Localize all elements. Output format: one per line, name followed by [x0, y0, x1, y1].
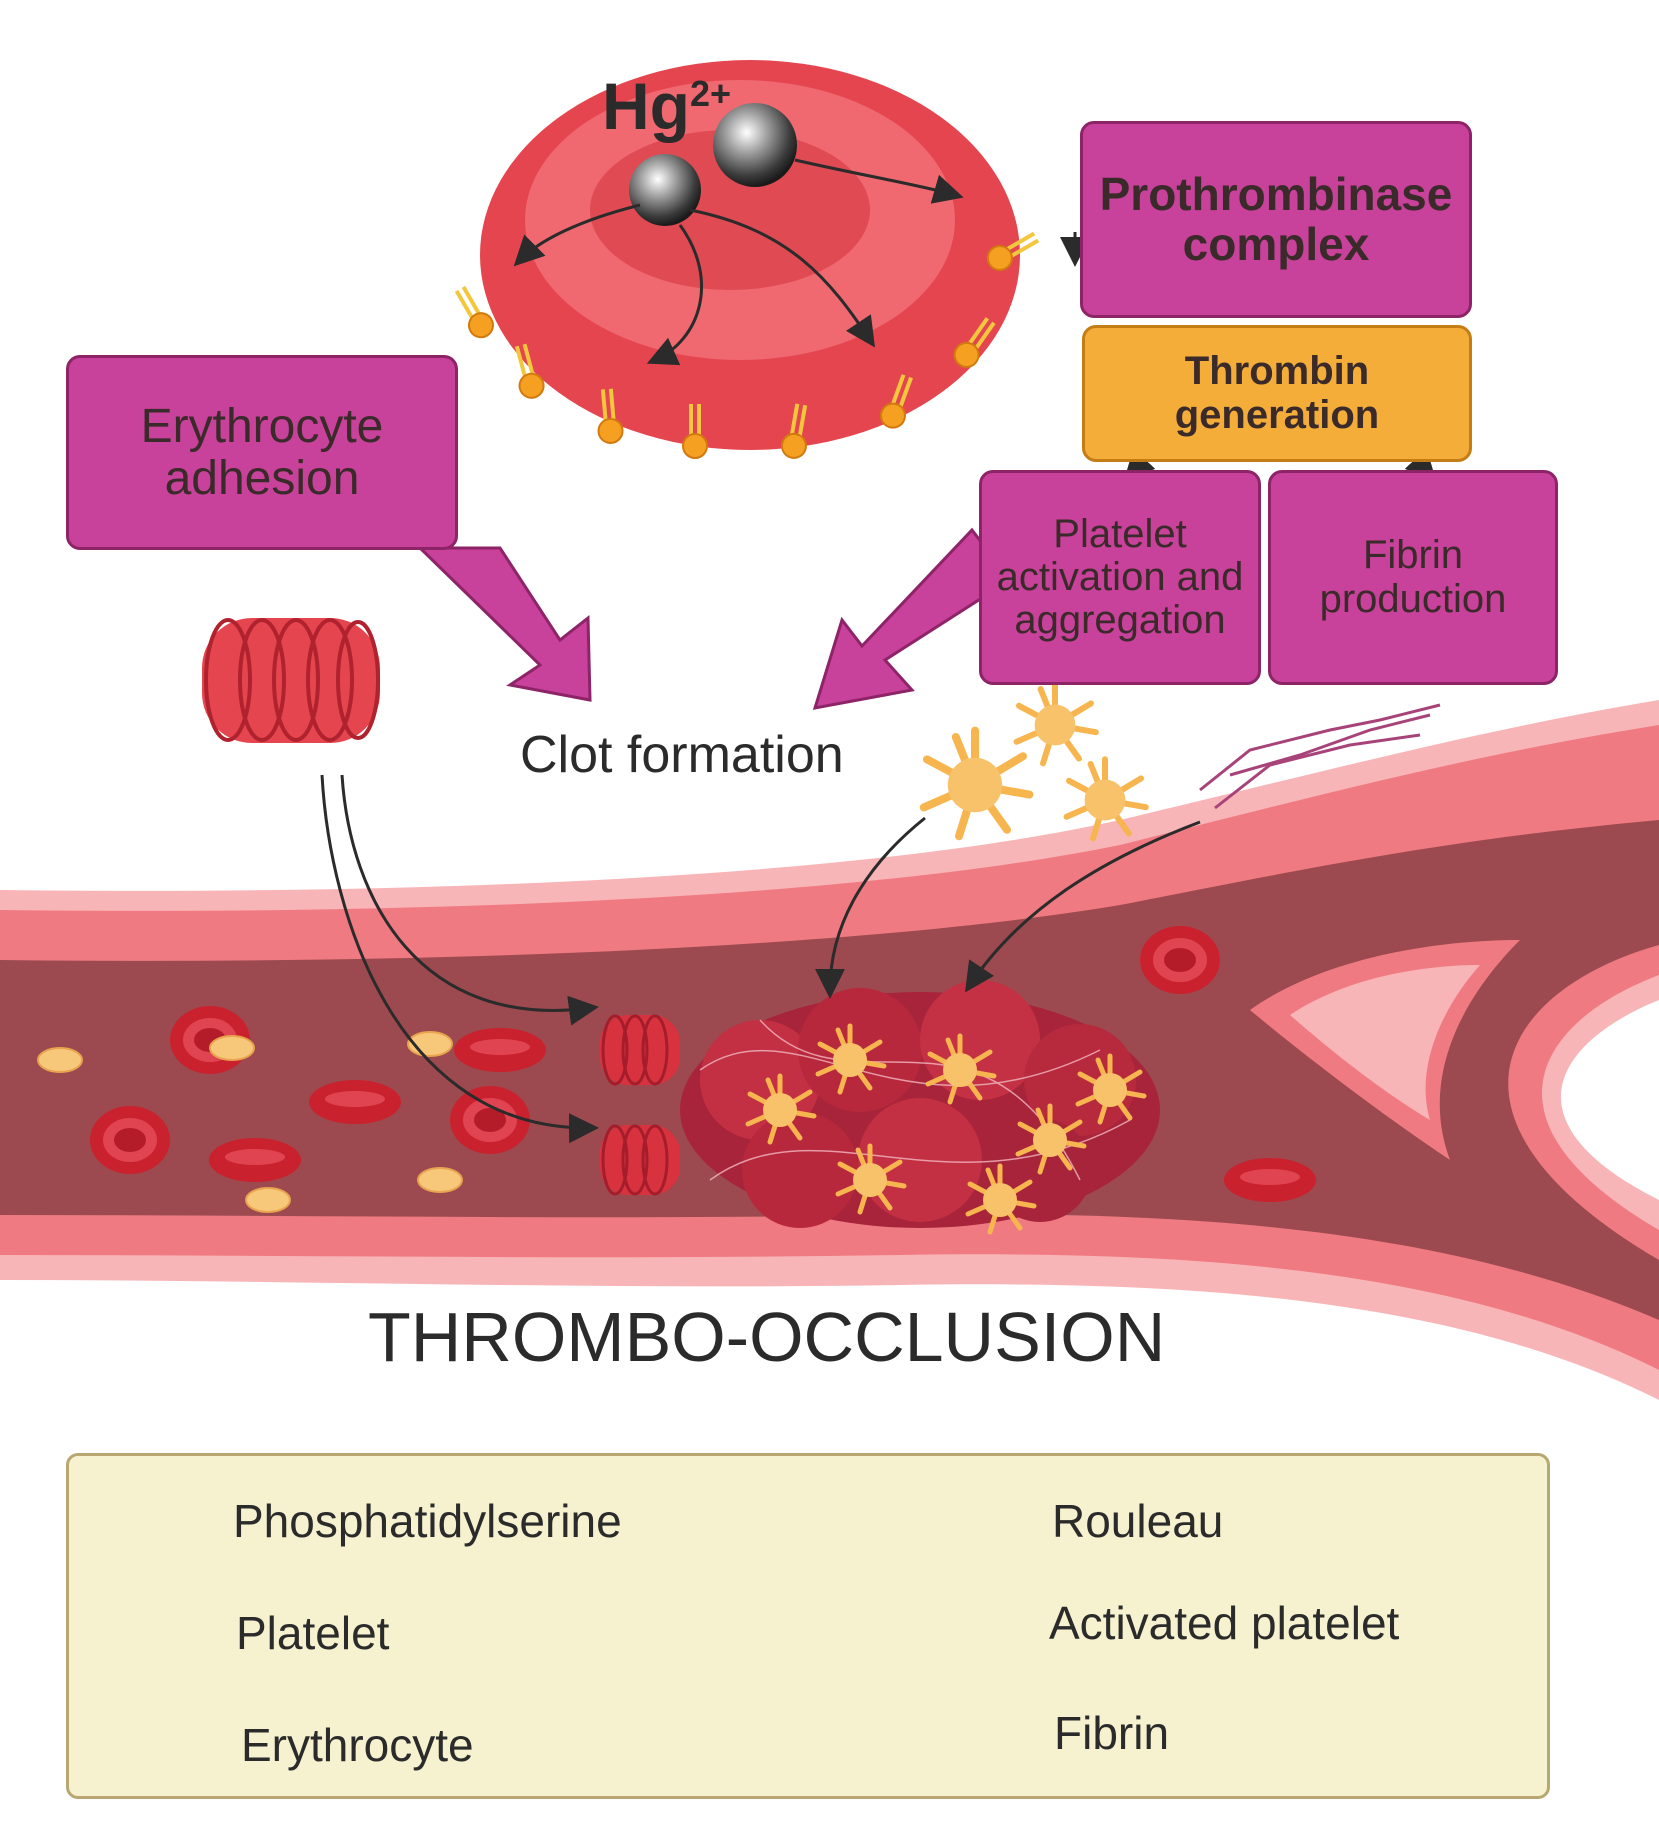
platelet-icon: [37, 1047, 83, 1073]
fibrin-production-label: Fibrin production: [1319, 533, 1507, 621]
erythrocyte-icon: [1140, 926, 1220, 994]
erythrocyte-icon: [454, 1028, 546, 1072]
thrombin-box: Thrombin generation: [1082, 325, 1472, 462]
platelet-icon: [417, 1167, 463, 1193]
mercury-ion-icon: [629, 154, 701, 226]
flow-arrows: [320, 232, 1437, 1144]
thrombo-occlusion-title: THROMBO-OCCLUSION: [368, 1298, 1166, 1376]
erythrocyte-icon: [1224, 1158, 1316, 1202]
legend-platelet: Platelet: [236, 1607, 390, 1659]
rouleau-icon: [600, 1014, 680, 1196]
mercury-ion-icon: [713, 103, 797, 187]
legend-panel: Phosphatidylserine Platelet Erythrocyte …: [66, 1453, 1550, 1799]
fibrin-production-box: Fibrin production: [1268, 470, 1558, 685]
thrombin-label: Thrombin generation: [1174, 349, 1380, 437]
activated-platelet-group: [924, 684, 1146, 838]
erythrocyte-icon: [90, 1106, 170, 1174]
erythrocyte-adhesion-label: Erythrocyte adhesion: [140, 399, 384, 505]
legend-erythrocyte: Erythrocyte: [241, 1719, 474, 1771]
arrow-to-clot: [416, 527, 1013, 710]
clot-formation-label: Clot formation: [520, 726, 844, 784]
erythrocyte-icon: [309, 1080, 401, 1124]
platelet-icon: [245, 1187, 291, 1213]
mercury-symbol: Hg: [602, 69, 690, 143]
mercury-label: Hg2+: [602, 68, 731, 144]
clot: [680, 980, 1160, 1232]
legend-rouleau: Rouleau: [1052, 1495, 1224, 1547]
platelet-activation-box: Platelet activation and aggregation: [979, 470, 1261, 685]
legend-phosphatidylserine: Phosphatidylserine: [233, 1495, 622, 1547]
mercury-charge: 2+: [689, 73, 732, 114]
rouleau-icon: [202, 618, 380, 743]
erythrocyte-hg-cell: [447, 60, 1045, 462]
platelet-activation-label: Platelet activation and aggregation: [996, 511, 1244, 643]
legend-fibrin: Fibrin: [1054, 1707, 1170, 1759]
prothrombinase-label: Prothrombinase complex: [1099, 167, 1453, 270]
fibrin-strands: [1199, 703, 1441, 810]
platelet-icon: [209, 1035, 255, 1061]
erythrocyte-icon: [209, 1138, 301, 1182]
erythrocyte-adhesion-box: Erythrocyte adhesion: [66, 355, 458, 550]
prothrombinase-box: Prothrombinase complex: [1080, 121, 1472, 318]
erythrocyte-icon: [450, 1086, 530, 1154]
legend-activated-platelet: Activated platelet: [1049, 1597, 1400, 1649]
